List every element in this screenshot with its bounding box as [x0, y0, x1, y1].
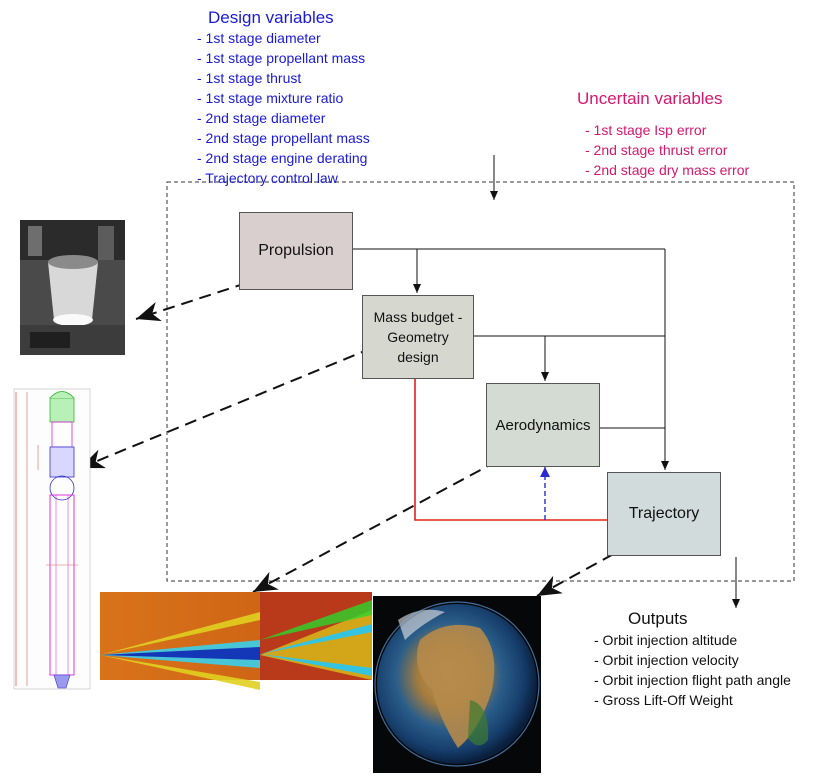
uncertain-variables-list: - 1st stage Isp error - 2nd stage thrust…	[585, 120, 749, 180]
propulsion-box: Propulsion	[239, 212, 353, 290]
design-variable-item: - 1st stage propellant mass	[197, 50, 366, 66]
earth-globe-image	[373, 596, 541, 773]
rocket-geometry-drawing	[13, 388, 91, 690]
aerodynamics-label: Aerodynamics	[495, 416, 591, 434]
design-variables-list: - 1st stage diameter - 1st stage propell…	[197, 28, 370, 188]
output-item: - Orbit injection flight path angle	[594, 672, 791, 688]
trajectory-label: Trajectory	[628, 505, 700, 522]
uncertain-variables-title: Uncertain variables	[577, 89, 723, 108]
mass-budget-label-line3: design	[397, 349, 439, 365]
aero-image-arrow	[252, 451, 515, 593]
outputs-list: - Orbit injection altitude - Orbit injec…	[594, 630, 791, 710]
mass-budget-box: Mass budget - Geometry design	[362, 295, 474, 379]
uncertain-variable-item: - 2nd stage thrust error	[585, 142, 728, 158]
propulsion-label: Propulsion	[258, 242, 334, 259]
mass-budget-label-line2: Geometry	[387, 329, 449, 345]
design-variables-title: Design variables	[208, 8, 334, 27]
design-variable-item: - 2nd stage diameter	[197, 110, 326, 126]
aerodynamics-cfd-image	[100, 592, 372, 690]
outputs-title: Outputs	[628, 609, 688, 628]
outputs-title-block: Outputs	[628, 609, 688, 629]
design-variable-item: - 1st stage mixture ratio	[197, 90, 344, 106]
design-variables-block: Design variables - 1st stage diameter - …	[197, 8, 370, 188]
aerodynamics-box: Aerodynamics	[486, 383, 600, 467]
mass-budget-label-line1: Mass budget -	[373, 309, 463, 325]
output-item: - Orbit injection velocity	[594, 652, 739, 668]
design-variable-item: - 1st stage diameter	[197, 30, 321, 46]
output-item: - Orbit injection altitude	[594, 632, 738, 648]
geometry-image-arrow	[79, 347, 373, 469]
uncertain-variable-item: - 2nd stage dry mass error	[585, 162, 750, 178]
design-variable-item: - Trajectory control law	[197, 170, 338, 186]
trajectory-to-mass-feedback	[410, 360, 607, 521]
design-variable-item: - 2nd stage propellant mass	[197, 130, 370, 146]
uncertain-variable-item: - 1st stage Isp error	[585, 122, 707, 138]
system-boundary	[166, 181, 795, 582]
design-variable-item: - 1st stage thrust	[197, 70, 302, 86]
engine-test-photo	[20, 220, 125, 355]
output-item: - Gross Lift-Off Weight	[594, 692, 733, 708]
uncertain-variables-block: Uncertain variables	[577, 89, 723, 109]
design-variable-item: - 2nd stage engine derating	[197, 150, 368, 166]
trajectory-box: Trajectory	[607, 472, 721, 556]
